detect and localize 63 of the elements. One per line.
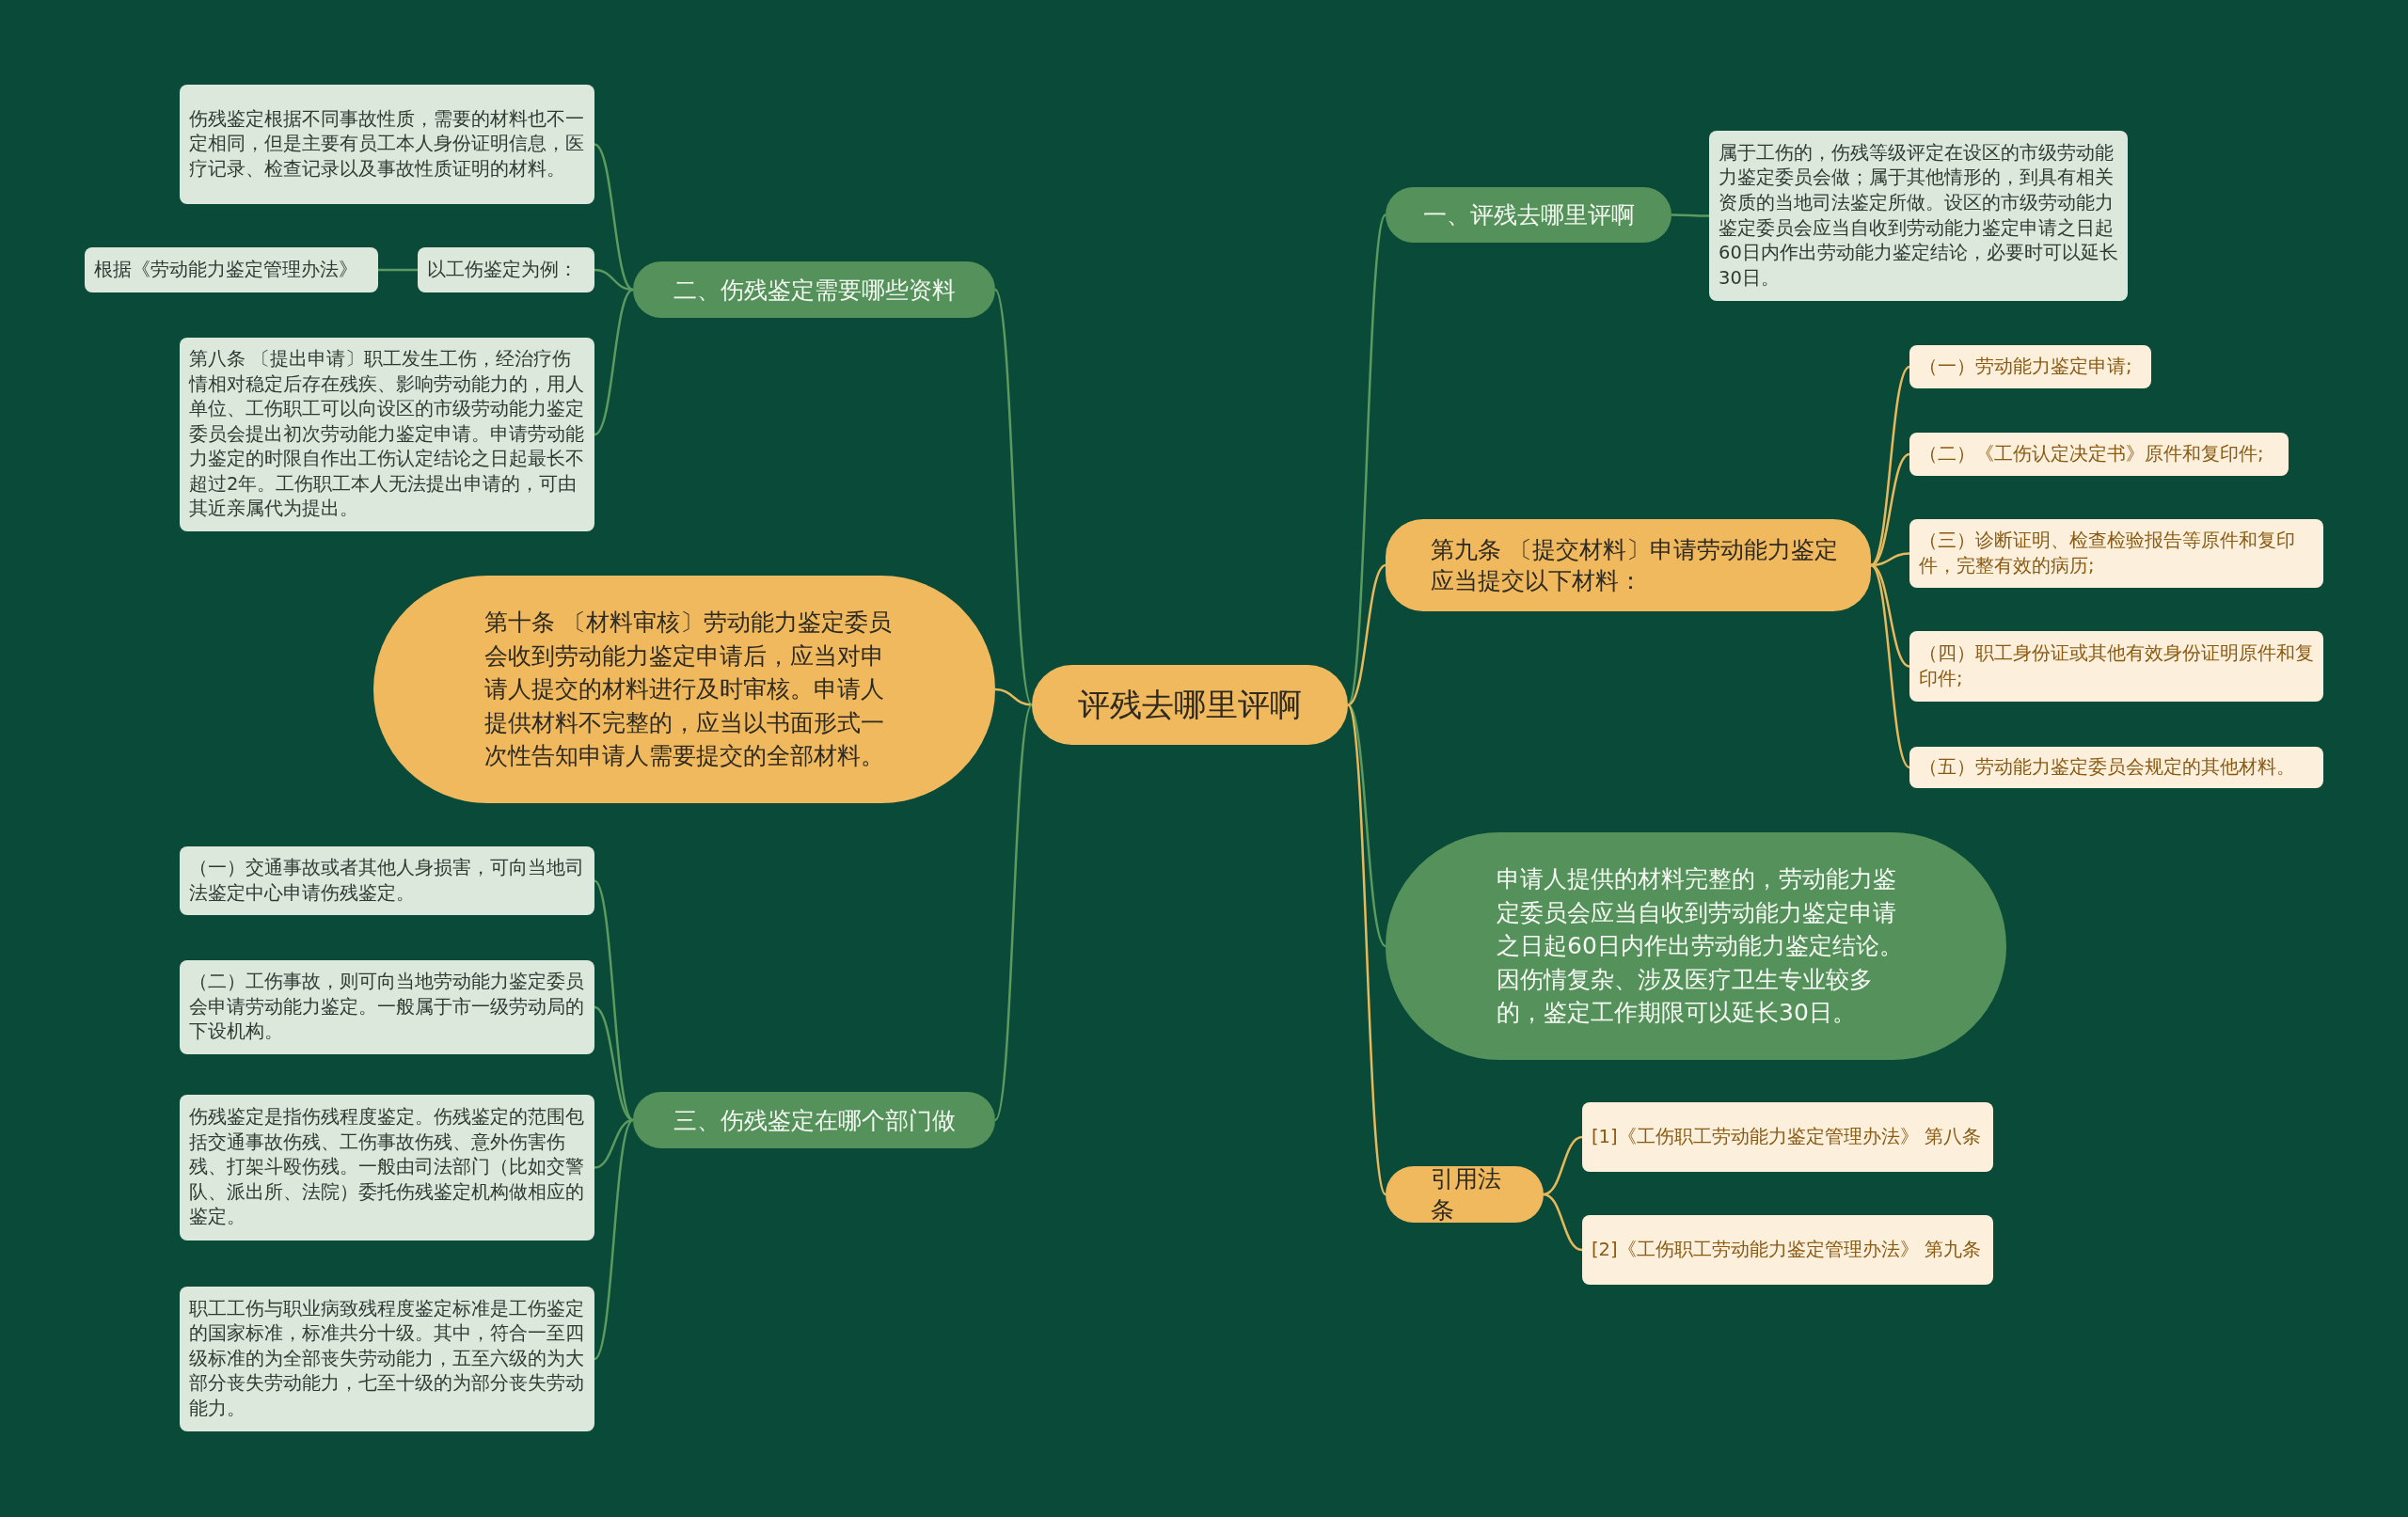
node-text: （三）诊断证明、检查检验报告等原件和复印件，完整有效的病历; — [1919, 529, 2296, 578]
note-card — [1909, 433, 2289, 476]
note-card — [1909, 747, 2323, 788]
note-card — [1909, 519, 2323, 588]
node-text: 二、伤残鉴定需要哪些资料 — [673, 275, 956, 306]
node-text: [2]《工伤职工劳动能力鉴定管理办法》 第九条 — [1592, 1237, 1981, 1262]
connector-line — [594, 143, 634, 292]
node-text: 根据《劳动能力鉴定管理办法》 — [94, 257, 357, 282]
branch-topic — [633, 1092, 995, 1148]
node-text: （四）职工身份证或其他有效身份证明原件和复印件; — [1919, 641, 2314, 691]
connector-line — [594, 288, 634, 436]
node-text: 职工工伤与职业病致残程度鉴定标准是工伤鉴定的国家标准，标准共分十级。其中，符合一至四级标准的为全部丧失劳动能力，五至六级的为大部分丧失劳动能力，七至十级的为部分丧失劳动能力。 — [189, 1296, 585, 1421]
node-text: 第八条 〔提出申请〕职工发生工伤，经治疗伤情相对稳定后存在残疾、影响劳动能力的，用人单位、工伤职工可以向设区的市级劳动能力鉴定委员会提出初次劳动能力鉴定申请。申请劳动能力鉴定的时限自作出工伤认定结论之日起最长不超过2年。工伤职工本人无法提出申请的，可由其近亲属代为提出。 — [189, 347, 585, 522]
node-text: 引用法条 — [1431, 1164, 1502, 1225]
note-card — [180, 846, 594, 915]
branch-topic — [1386, 519, 1871, 611]
note-card — [180, 1095, 594, 1240]
connector-line — [1870, 563, 1910, 668]
node-text: （一）劳动能力鉴定申请; — [1919, 354, 2132, 379]
connector-line — [1870, 564, 1910, 768]
branch-topic — [1386, 1166, 1544, 1223]
connector-line — [378, 268, 418, 272]
connector-line — [594, 1118, 634, 1169]
note-card — [180, 85, 594, 204]
connector-line — [1671, 213, 1709, 217]
connector-line — [1870, 366, 1910, 566]
node-text: 以工伤鉴定为例： — [427, 257, 578, 282]
note-card — [1582, 1102, 1993, 1172]
node-text: 第十条 〔材料审核〕劳动能力鉴定委员会收到劳动能力鉴定申请后，应当对申请人提交的材料进行及时审核。申请人提供材料不完整的，应当以书面形式一次性告知申请人需要提交的全部材料。 — [484, 608, 892, 772]
connector-line — [594, 1119, 634, 1360]
node-text: 三、伤残鉴定在哪个部门做 — [673, 1105, 956, 1136]
node-text: 一、评残去哪里评啊 — [1422, 200, 1635, 230]
connector-line — [1347, 703, 1386, 947]
connector-line — [1543, 1135, 1583, 1196]
node-text: 申请人提供的材料完整的，劳动能力鉴定委员会应当自收到劳动能力鉴定申请之日起60日内作出劳动能力鉴定结论。因伤情复杂、涉及医疗卫生专业较多的，鉴定工作期限可以延长30日。 — [1497, 864, 1903, 1029]
connector-line — [1346, 214, 1387, 705]
node-text: 伤残鉴定根据不同事故性质，需要的材料也不一定相同，但是主要有员工本人身份证明信息，医疗记录、检查记录以及事故性质证明的材料。 — [189, 106, 585, 182]
note-card — [85, 247, 378, 292]
connector-line — [993, 703, 1034, 1121]
note-card — [1582, 1215, 1993, 1285]
connector-line — [594, 879, 634, 1121]
note-card — [1709, 131, 2128, 301]
node-text: （二）《工伤认定决定书》原件和复印件; — [1919, 441, 2264, 466]
connector-line — [993, 289, 1034, 706]
branch-topic — [633, 261, 995, 318]
node-text: 伤残鉴定是指伤残程度鉴定。伤残鉴定的范围包括交通事故伤残、工伤事故伤残、意外伤害伤残、打架斗殴伤残。一般由司法部门（比如交警队、派出所、法院）委托伤残鉴定机构做相应的鉴定。 — [189, 1105, 585, 1230]
node-text: 评残去哪里评啊 — [1078, 684, 1302, 725]
node-text: （二）工伤事故，则可向当地劳动能力鉴定委员会申请劳动能力鉴定。一般属于市一级劳动局的下设机构。 — [189, 970, 585, 1045]
node-text: （一）交通事故或者其他人身损害，可向当地司法鉴定中心申请伤残鉴定。 — [189, 856, 585, 906]
note-card — [1909, 345, 2151, 388]
node-text: 第九条 〔提交材料〕申请劳动能力鉴定应当提交以下材料： — [1431, 535, 1839, 596]
note-card — [180, 1287, 594, 1431]
node-text: （五）劳动能力鉴定委员会规定的其他材料。 — [1919, 754, 2295, 780]
note-card — [1909, 631, 2323, 702]
connector-line — [1346, 704, 1387, 1195]
connector-line — [1870, 452, 1910, 567]
node-text: [1]《工伤职工劳动能力鉴定管理办法》 第八条 — [1592, 1124, 1981, 1149]
note-card — [180, 960, 594, 1054]
connector-line — [994, 687, 1033, 706]
connector-line — [1543, 1193, 1583, 1252]
connector-line — [1347, 563, 1386, 706]
node-text: 属于工伤的，伤残等级评定在设区的市级劳动能力鉴定委员会做；属于其他情形的，到具有相关资质的当地司法鉴定所做。设区的市级劳动能力鉴定委员会应当自收到劳动能力鉴定申请之日起60日内作出劳动能力鉴定结论，必要时可以延长30日。 — [1719, 140, 2118, 291]
note-card — [418, 247, 594, 292]
